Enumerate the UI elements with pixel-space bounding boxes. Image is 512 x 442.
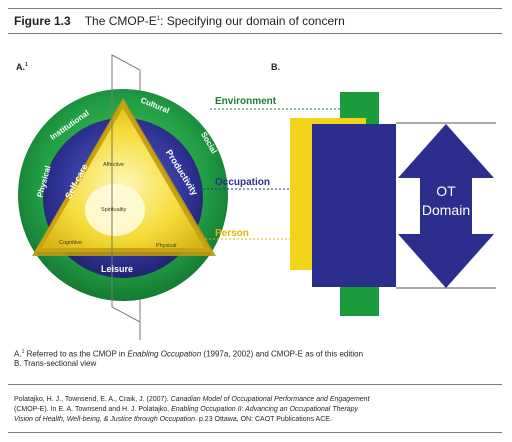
panel-a-label: A.1	[16, 62, 28, 72]
person-callout: Person	[215, 228, 249, 239]
environment-callout: Environment	[215, 96, 277, 107]
ot-domain-label-1: OT	[436, 183, 456, 199]
note-a: A.1 Referred to as the CMOP in Enabling …	[14, 349, 364, 359]
top-rule	[8, 8, 502, 9]
person-label-physical: Physical	[156, 243, 176, 249]
figure-number: Figure 1.3	[14, 14, 71, 28]
occupation-bar	[312, 124, 396, 287]
spirituality-glow	[85, 184, 145, 236]
occupation-callout: Occupation	[215, 177, 270, 188]
person-label-spirituality: Spirituality	[101, 207, 127, 213]
citation-line-3: Vision of Health, Well-being, & Justice …	[14, 416, 332, 423]
ot-domain-label-2: Domain	[422, 202, 470, 218]
figure-title: The CMOP-E1: Specifying our domain of co…	[84, 14, 345, 28]
header-rule	[8, 33, 502, 34]
person-label-affective: Affective	[103, 162, 124, 168]
ot-domain-arrow	[398, 124, 494, 288]
panel-b-label: B.	[271, 62, 280, 72]
person-triangle	[34, 100, 212, 252]
note-b: B. Trans-sectional view	[14, 359, 97, 368]
figure-header: Figure 1.3 The CMOP-E1: Specifying our do…	[14, 14, 345, 28]
occ-label-leisure: Leisure	[101, 264, 133, 274]
person-label-cognitive: Cognitive	[59, 240, 82, 246]
citation-line-2: (CMOP-E). In E. A. Townsend and H. J. Po…	[14, 406, 358, 413]
citation: Polatajko, H. J., Townsend, E. A., Craik…	[14, 395, 370, 425]
notes-rule	[8, 384, 502, 385]
citation-line-1: Polatajko, H. J., Townsend, E. A., Craik…	[14, 396, 370, 403]
bottom-rule	[8, 432, 502, 433]
